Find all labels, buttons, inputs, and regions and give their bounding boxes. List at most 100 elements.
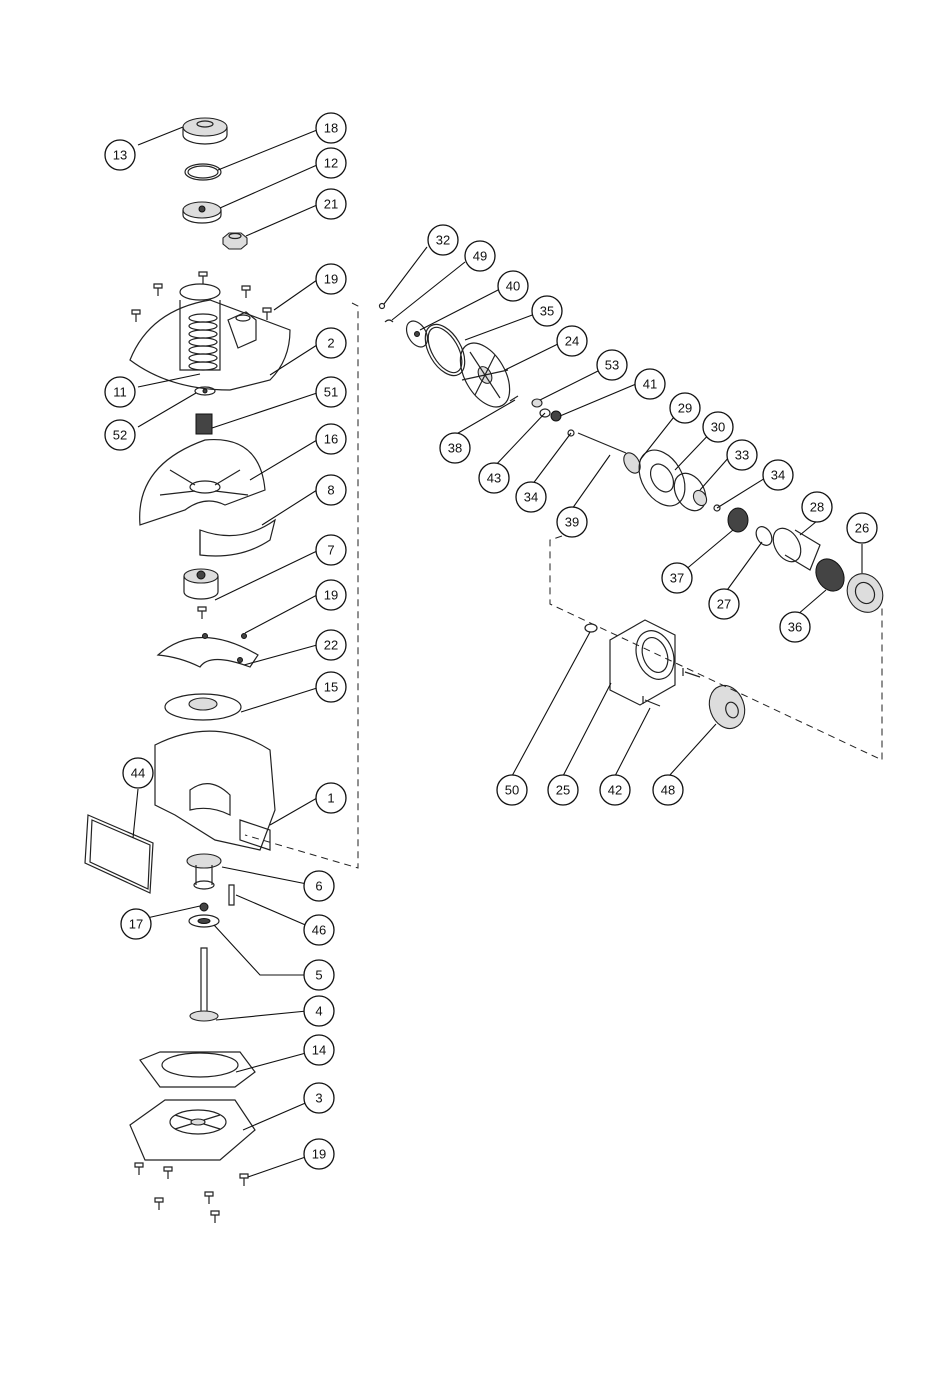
svg-text:6: 6	[315, 879, 322, 894]
callout-13: 13	[105, 140, 135, 170]
callout-37: 37	[662, 563, 692, 593]
svg-text:16: 16	[324, 432, 338, 447]
callout-18: 18	[316, 113, 346, 143]
callout-8: 8	[316, 475, 346, 505]
svg-text:12: 12	[324, 156, 338, 171]
svg-text:46: 46	[312, 923, 326, 938]
part-30-housing-cover	[630, 442, 695, 514]
part-14-gasket	[140, 1052, 255, 1087]
part-15-diaphragm	[165, 694, 241, 720]
part-21-nut	[223, 233, 247, 249]
part-8-shroud	[200, 520, 275, 556]
callout-19-top: 19	[316, 264, 346, 294]
part-19-screws-bottom	[135, 1163, 248, 1223]
svg-text:48: 48	[661, 783, 675, 798]
svg-text:35: 35	[540, 304, 554, 319]
svg-text:34: 34	[771, 468, 785, 483]
svg-text:33: 33	[735, 448, 749, 463]
svg-text:44: 44	[131, 766, 145, 781]
part-7-impeller	[184, 569, 218, 599]
callout-51: 51	[316, 377, 346, 407]
svg-text:27: 27	[717, 597, 731, 612]
svg-text:8: 8	[327, 483, 334, 498]
svg-text:1: 1	[327, 791, 334, 806]
svg-text:38: 38	[448, 441, 462, 456]
svg-text:21: 21	[324, 197, 338, 212]
part-6-bushing	[187, 854, 221, 889]
svg-text:19: 19	[324, 272, 338, 287]
svg-text:13: 13	[113, 148, 127, 163]
part-1-main-housing	[155, 731, 275, 850]
callout-41: 41	[635, 369, 665, 399]
svg-text:19: 19	[324, 588, 338, 603]
part-19-screw-mid	[198, 607, 206, 619]
svg-text:40: 40	[506, 279, 520, 294]
callout-33: 33	[727, 440, 757, 470]
callout-17: 17	[121, 909, 151, 939]
part-13-cap	[183, 118, 227, 144]
part-37-spring	[728, 508, 748, 532]
part-18-o-ring	[185, 164, 221, 180]
callout-39: 39	[557, 507, 587, 537]
callout-6: 6	[304, 871, 334, 901]
part-39-rod	[578, 433, 626, 453]
part-48-end-cap	[704, 681, 751, 734]
callout-14: 14	[304, 1035, 334, 1065]
part-11-spring-stack	[189, 314, 217, 370]
part-28-tube	[768, 523, 820, 570]
callout-36: 36	[780, 612, 810, 642]
svg-text:43: 43	[487, 471, 501, 486]
callout-53: 53	[597, 350, 627, 380]
callout-43: 43	[479, 463, 509, 493]
part-42-bolt-a	[683, 668, 700, 677]
callout-50: 50	[497, 775, 527, 805]
callout-11: 11	[105, 377, 135, 407]
svg-text:28: 28	[810, 500, 824, 515]
svg-text:37: 37	[670, 571, 684, 586]
callout-21: 21	[316, 189, 346, 219]
callout-12: 12	[316, 148, 346, 178]
callout-16: 16	[316, 424, 346, 454]
callout-29: 29	[670, 393, 700, 423]
callout-24: 24	[557, 326, 587, 356]
callout-27: 27	[709, 589, 739, 619]
svg-text:50: 50	[505, 783, 519, 798]
part-46-pin	[229, 885, 234, 905]
svg-text:7: 7	[327, 543, 334, 558]
callout-44: 44	[123, 758, 153, 788]
svg-text:49: 49	[473, 249, 487, 264]
svg-text:18: 18	[324, 121, 338, 136]
svg-text:36: 36	[788, 620, 802, 635]
svg-text:26: 26	[855, 521, 869, 536]
callout-7: 7	[316, 535, 346, 565]
svg-text:34: 34	[524, 490, 538, 505]
part-51-spring	[196, 414, 212, 434]
callout-15: 15	[316, 672, 346, 702]
callout-38: 38	[440, 433, 470, 463]
callout-30: 30	[703, 412, 733, 442]
callout-19-mid: 19	[316, 580, 346, 610]
svg-text:19: 19	[312, 1147, 326, 1162]
svg-text:4: 4	[315, 1004, 322, 1019]
part-32-clip	[380, 304, 385, 309]
callout-52: 52	[105, 420, 135, 450]
callout-2: 2	[316, 328, 346, 358]
svg-text:51: 51	[324, 385, 338, 400]
callout-3: 3	[304, 1083, 334, 1113]
callout-34-b: 34	[763, 460, 793, 490]
svg-text:42: 42	[608, 783, 622, 798]
callout-49: 49	[465, 241, 495, 271]
svg-text:14: 14	[312, 1043, 326, 1058]
svg-text:25: 25	[556, 783, 570, 798]
callout-19-bottom: 19	[304, 1139, 334, 1169]
svg-text:39: 39	[565, 515, 579, 530]
callout-28: 28	[802, 492, 832, 522]
part-33-spacer	[668, 468, 712, 517]
part-27-washer	[753, 524, 775, 548]
part-40-washer	[402, 317, 432, 350]
callout-26: 26	[847, 513, 877, 543]
callout-34-a: 34	[516, 482, 546, 512]
part-22-plate	[158, 634, 258, 668]
part-16-impeller-housing	[140, 440, 265, 525]
